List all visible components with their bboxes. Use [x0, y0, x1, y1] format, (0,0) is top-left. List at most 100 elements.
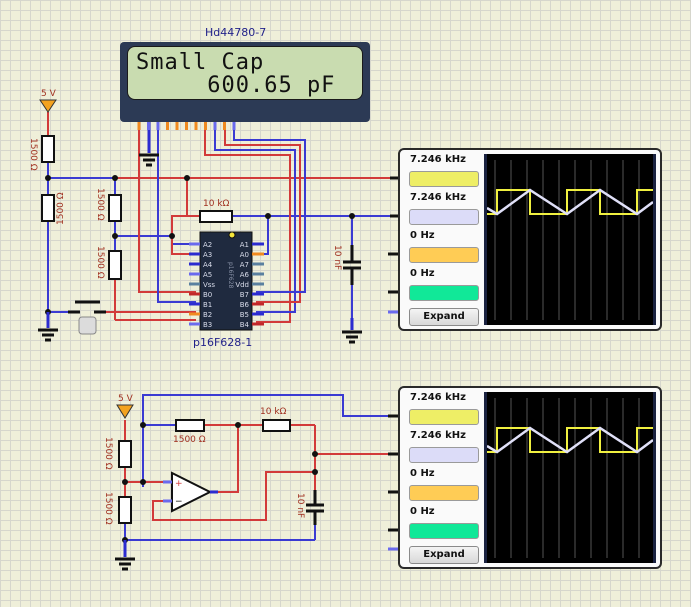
mcu-pin-label: B3: [203, 321, 212, 329]
supply-5v-icon[interactable]: [116, 404, 134, 419]
channel-frequency: 0 Hz: [410, 268, 435, 279]
junction: [265, 213, 271, 219]
mcu-pin-label: B4: [240, 321, 250, 329]
channel-frequency: 0 Hz: [410, 230, 435, 241]
mcu-pin-label: A5: [203, 271, 212, 279]
wire: [214, 122, 296, 313]
junction: [45, 175, 51, 181]
triangle-wave-trace: [486, 188, 654, 216]
scope-trace-area: [486, 160, 654, 320]
channel-color-swatch[interactable]: [409, 523, 479, 539]
oscilloscope-top[interactable]: 7.246 kHz 7.246 kHz 0 Hz 0 Hz Expand: [398, 148, 662, 331]
wire: [204, 122, 291, 323]
resistor-1500-series[interactable]: [175, 419, 205, 432]
resistor-label: 1500 Ω: [173, 435, 206, 445]
junction: [140, 479, 146, 485]
mcu-pin-label: B0: [203, 291, 212, 299]
resistor-10k-bottom[interactable]: [262, 419, 291, 432]
lcd-display[interactable]: Small Cap 600.65 pF: [120, 42, 370, 122]
supply-label: 5 V: [118, 394, 134, 404]
wire: [218, 425, 239, 493]
wire: [152, 471, 315, 521]
mcu-pin-label: B2: [203, 311, 212, 319]
mcu-pin-label: A4: [203, 261, 213, 269]
chip-notch-icon: [228, 231, 236, 239]
chip-body-text: p16F628: [227, 262, 234, 289]
channel-frequency: 7.246 kHz: [410, 154, 466, 165]
square-wave-trace: [487, 427, 653, 453]
oscilloscope-bottom[interactable]: 7.246 kHz 7.246 kHz 0 Hz 0 Hz Expand: [398, 386, 662, 569]
junction: [112, 175, 118, 181]
svg-text:−: −: [175, 497, 183, 507]
triangle-wave-trace: [486, 426, 654, 454]
mcu-pin-label: A3: [203, 251, 212, 259]
expand-button[interactable]: Expand: [409, 546, 479, 564]
resistor-label: 1500 Ω: [28, 138, 38, 171]
lcd-line-1: Small Cap: [136, 50, 265, 75]
lcd-line-2: 600.65 pF: [136, 73, 336, 98]
junction: [349, 213, 355, 219]
channel-color-swatch[interactable]: [409, 285, 479, 301]
resistor-label: 10 kΩ: [203, 199, 230, 209]
channel-frequency: 7.246 kHz: [410, 192, 466, 203]
resistor-r2[interactable]: [41, 194, 55, 222]
mcu-pin-label: B1: [203, 301, 212, 309]
op-amp[interactable]: + −: [163, 471, 218, 513]
channel-frequency: 0 Hz: [410, 506, 435, 517]
channel-color-swatch[interactable]: [409, 409, 479, 425]
mcu-pin-label: A6: [240, 271, 250, 279]
resistor-r1[interactable]: [41, 135, 55, 163]
push-button-switch[interactable]: [68, 300, 106, 335]
resistor-label: 1500 Ω: [95, 188, 105, 221]
capacitor-label: 10 nF: [295, 493, 305, 518]
junction: [184, 175, 190, 181]
ground-icon: [38, 153, 362, 571]
wire: [171, 215, 200, 255]
resistor-label: 1500 Ω: [103, 492, 113, 525]
resistor-r-top-bottom[interactable]: [118, 440, 132, 468]
pic-microcontroller[interactable]: p16F628 A2A3A4A5VssB0B1B2B3A1A0A7A6VddB7…: [189, 231, 264, 331]
mcu-pin-label: B7: [240, 291, 249, 299]
channel-color-swatch[interactable]: [409, 171, 479, 187]
resistor-10k-top[interactable]: [199, 210, 233, 223]
supply-label: 5 V: [41, 89, 57, 99]
square-wave-trace: [487, 189, 653, 215]
wire: [256, 216, 269, 255]
channel-color-swatch[interactable]: [409, 209, 479, 225]
junction: [112, 233, 118, 239]
mcu-pin-label: B6: [240, 301, 250, 309]
expand-button[interactable]: Expand: [409, 308, 479, 326]
mcu-name: p16F628-1: [193, 336, 252, 349]
junction: [169, 233, 175, 239]
mcu-pin-label: Vss: [203, 281, 215, 289]
scope-trace-area: [486, 398, 654, 558]
wire: [138, 122, 196, 293]
resistor-label: 1500 Ω: [95, 246, 105, 279]
channel-frequency: 7.246 kHz: [410, 392, 466, 403]
lcd-name: Hd44780-7: [205, 26, 267, 39]
channel-frequency: 0 Hz: [410, 468, 435, 479]
resistor-r3[interactable]: [108, 194, 122, 222]
junction: [122, 479, 128, 485]
resistor-label: 10 kΩ: [260, 407, 287, 417]
wire: [233, 122, 306, 293]
supply-5v-icon[interactable]: [39, 99, 57, 113]
junction: [235, 422, 241, 428]
channel-frequency: 7.246 kHz: [410, 430, 466, 441]
channel-color-swatch[interactable]: [409, 485, 479, 501]
channel-color-swatch[interactable]: [409, 447, 479, 463]
junction: [312, 469, 318, 475]
svg-text:+: +: [175, 479, 183, 489]
mcu-pin-label: Vdd: [235, 281, 249, 289]
resistor-r4[interactable]: [108, 250, 122, 280]
lcd-glass: Small Cap 600.65 pF: [127, 46, 363, 100]
scope-screen: [484, 392, 656, 563]
mcu-pin-label: B5: [240, 311, 249, 319]
capacitor-label: 10 nF: [332, 245, 342, 270]
junction: [140, 422, 146, 428]
mcu-pin-label: A0: [240, 251, 249, 259]
channel-color-swatch[interactable]: [409, 247, 479, 263]
resistor-label: 1500 Ω: [103, 437, 113, 470]
resistor-r-bottom-bottom[interactable]: [118, 496, 132, 524]
